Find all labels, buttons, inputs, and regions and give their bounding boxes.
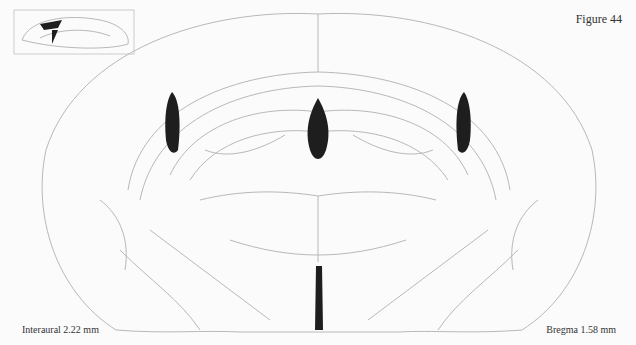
interaural-coordinate: Interaural 2.22 mm (22, 324, 99, 335)
bregma-coordinate: Bregma 1.58 mm (546, 324, 616, 335)
figure-number: Figure 44 (576, 12, 622, 27)
